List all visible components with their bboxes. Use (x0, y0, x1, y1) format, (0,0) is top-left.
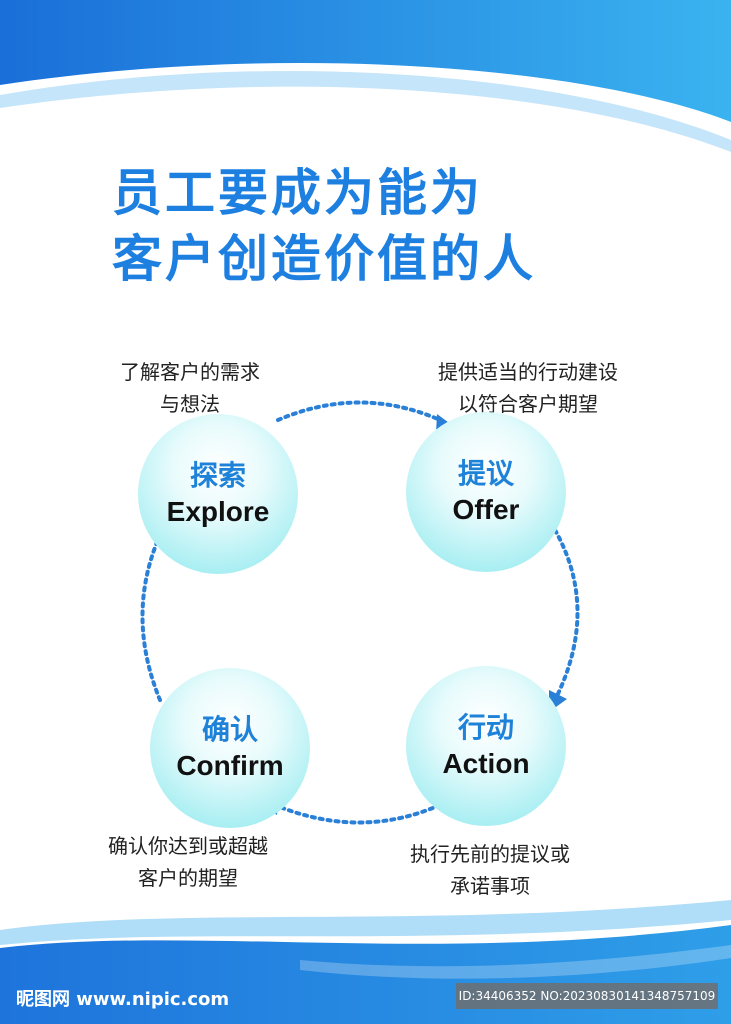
top-wave (0, 0, 731, 122)
node-confirm-en: Confirm (176, 750, 284, 781)
top-wave-light (0, 70, 731, 152)
desc-explore: 了解客户的需求 与想法 (120, 360, 260, 416)
node-action-en: Action (442, 748, 530, 779)
node-offer-cn: 提议 (457, 457, 514, 490)
node-action: 行动 Action (406, 666, 566, 826)
desc-action: 执行先前的提议或 承诺事项 (410, 842, 570, 898)
node-confirm: 确认 Confirm (150, 668, 310, 828)
title-line-2: 客户创造价值的人 (112, 230, 536, 288)
title-line-1: 员工要成为能为 (112, 164, 483, 222)
desc-confirm: 确认你达到或超越 客户的期望 (108, 834, 268, 890)
path-action-confirm (273, 803, 442, 825)
path-offer-action (553, 528, 580, 702)
node-explore-cn: 探索 (189, 459, 246, 492)
node-explore-en: Explore (166, 496, 270, 527)
path-explore-offer (276, 400, 442, 422)
bottom-wave-light (0, 900, 731, 945)
page-title: 员工要成为能为 客户创造价值的人 (112, 160, 536, 292)
nipic-logo: 昵图网 www.nipic.com (16, 989, 230, 1010)
cycle-paths (140, 400, 580, 825)
node-action-cn: 行动 (457, 711, 514, 744)
node-confirm-cn: 确认 (201, 713, 258, 746)
path-confirm-explore (140, 533, 162, 702)
bottom-wave-highlight (300, 945, 731, 979)
node-explore: 探索 Explore (138, 414, 298, 574)
desc-offer: 提供适当的行动建设 以符合客户期望 (438, 360, 618, 416)
id-watermark: ID:34406352 NO:20230830141348757109 (456, 983, 718, 1009)
node-offer-en: Offer (452, 494, 520, 525)
node-offer: 提议 Offer (406, 412, 566, 572)
